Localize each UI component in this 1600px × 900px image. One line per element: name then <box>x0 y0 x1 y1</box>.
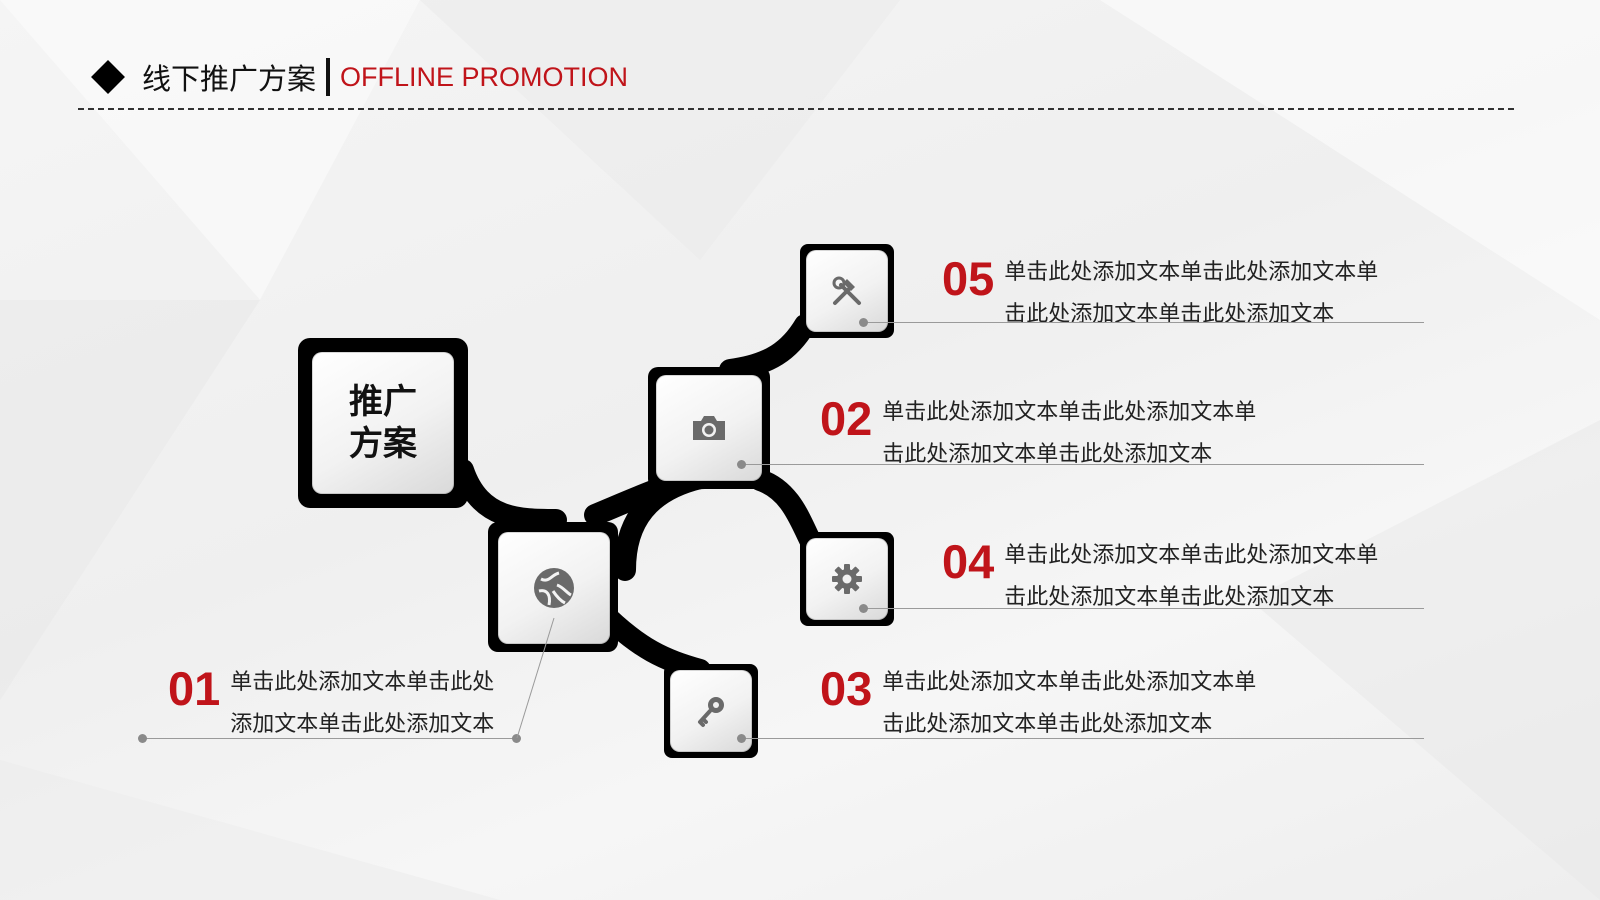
page-title: 线下推广方案 <box>142 62 317 96</box>
tools-icon <box>832 276 861 305</box>
item-text: 单击此处添加文本单击此处添加文本单 击此处添加文本单击此处添加文本 <box>1004 535 1378 619</box>
item-text-line-1: 单击此处添加文本单击此处添加文本单 <box>1004 543 1379 568</box>
item-02-leader-line <box>742 464 1424 465</box>
item-04-leader-line <box>864 608 1424 609</box>
item-01-leader-line <box>143 738 517 739</box>
item-text: 单击此处添加文本单击此处添加文本单 击此处添加文本单击此处添加文本 <box>1004 252 1378 336</box>
tile-03 <box>670 670 752 752</box>
item-text-line-1: 单击此处添加文本单击此处添加文本单 <box>882 670 1257 695</box>
page-subtitle: OFFLINE PROMOTION <box>340 61 629 92</box>
main-label-line-2: 方案 <box>349 424 417 464</box>
header-divider <box>78 108 1514 110</box>
tile-05 <box>806 250 888 332</box>
item-text: 单击此处添加文本单击此处添加文本单 击此处添加文本单击此处添加文本 <box>882 662 1256 746</box>
item-number: 04 <box>942 535 995 588</box>
item-text-line-1: 单击此处添加文本单击此处 <box>230 670 495 695</box>
item-04: 04 单击此处添加文本单击此处添加文本单 击此处添加文本单击此处添加文本 <box>942 535 1378 619</box>
item-text-line-2: 击此处添加文本单击此处添加文本 <box>1004 585 1335 610</box>
item-01: 01 单击此处添加文本单击此处 添加文本单击此处添加文本 <box>168 662 494 746</box>
item-03-leader-dot <box>737 734 746 743</box>
globe-icon <box>534 568 574 608</box>
item-text-line-2: 添加文本单击此处添加文本 <box>230 712 495 737</box>
item-05: 05 单击此处添加文本单击此处添加文本单 击此处添加文本单击此处添加文本 <box>942 252 1378 336</box>
item-03: 03 单击此处添加文本单击此处添加文本单 击此处添加文本单击此处添加文本 <box>820 662 1256 746</box>
main-label-line-1: 推广 <box>349 382 417 422</box>
item-text-line-1: 单击此处添加文本单击此处添加文本单 <box>1004 260 1379 285</box>
page-header: 线下推广方案 OFFLINE PROMOTION <box>91 52 629 102</box>
key-icon <box>698 697 724 727</box>
item-03-leader-line <box>742 738 1424 739</box>
main-tile: 推广 方案 <box>312 352 454 494</box>
item-04-leader-dot <box>859 604 868 613</box>
item-text-line-2: 击此处添加文本单击此处添加文本 <box>1004 302 1335 327</box>
item-01-leader-dot-left <box>138 734 147 743</box>
tile-04 <box>806 538 888 620</box>
gear-icon <box>832 564 862 594</box>
item-number: 01 <box>168 662 221 715</box>
item-text: 单击此处添加文本单击此处 添加文本单击此处添加文本 <box>230 662 494 746</box>
item-02-leader-dot <box>737 460 746 469</box>
item-05-leader-dot <box>859 318 868 327</box>
item-01-leader-dot-right <box>512 734 521 743</box>
item-text-line-2: 击此处添加文本单击此处添加文本 <box>882 442 1213 467</box>
item-text-line-1: 单击此处添加文本单击此处添加文本单 <box>882 400 1257 425</box>
camera-icon <box>693 416 725 440</box>
item-05-leader-line <box>864 322 1424 323</box>
item-number: 05 <box>942 252 995 305</box>
item-number: 03 <box>820 662 873 715</box>
item-text-line-2: 击此处添加文本单击此处添加文本 <box>882 712 1213 737</box>
title-separator <box>326 58 331 96</box>
main-tile-label: 推广 方案 <box>349 381 417 465</box>
tile-02 <box>656 375 762 481</box>
item-number: 02 <box>820 392 873 445</box>
item-text: 单击此处添加文本单击此处添加文本单 击此处添加文本单击此处添加文本 <box>882 392 1256 476</box>
tile-01 <box>498 532 610 644</box>
item-02: 02 单击此处添加文本单击此处添加文本单 击此处添加文本单击此处添加文本 <box>820 392 1256 476</box>
